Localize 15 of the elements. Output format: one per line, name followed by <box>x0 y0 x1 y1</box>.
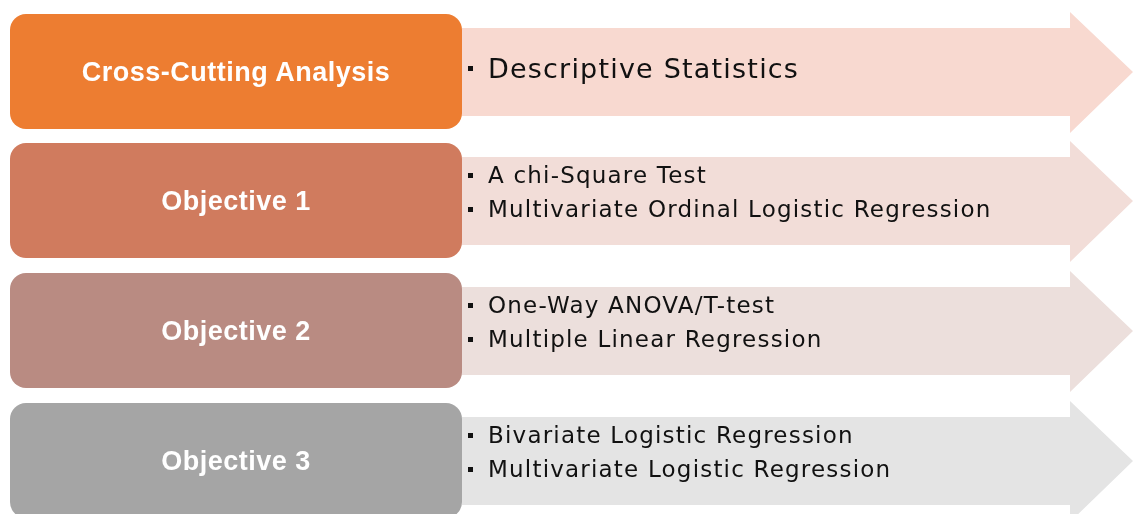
list-item: Multivariate Ordinal Logistic Regression <box>488 196 992 222</box>
objective-box <box>10 14 462 129</box>
objective-box <box>10 143 462 258</box>
list-item: One-Way ANOVA/T-test <box>488 292 776 318</box>
objective-box <box>10 273 462 388</box>
box-title: Objective 2 <box>161 314 311 348</box>
list-item: Bivariate Logistic Regression <box>488 422 854 448</box>
list-item: Descriptive Statistics <box>488 52 800 84</box>
box-title: Objective 1 <box>161 184 311 218</box>
list-item: Multivariate Logistic Regression <box>488 456 892 482</box>
objective-box <box>10 403 462 514</box>
list-item: A chi-Square Test <box>488 162 707 188</box>
box-title: Cross-Cutting Analysis <box>81 55 391 89</box>
list-item: Multiple Linear Regression <box>488 326 823 352</box>
box-title: Objective 3 <box>161 444 311 478</box>
